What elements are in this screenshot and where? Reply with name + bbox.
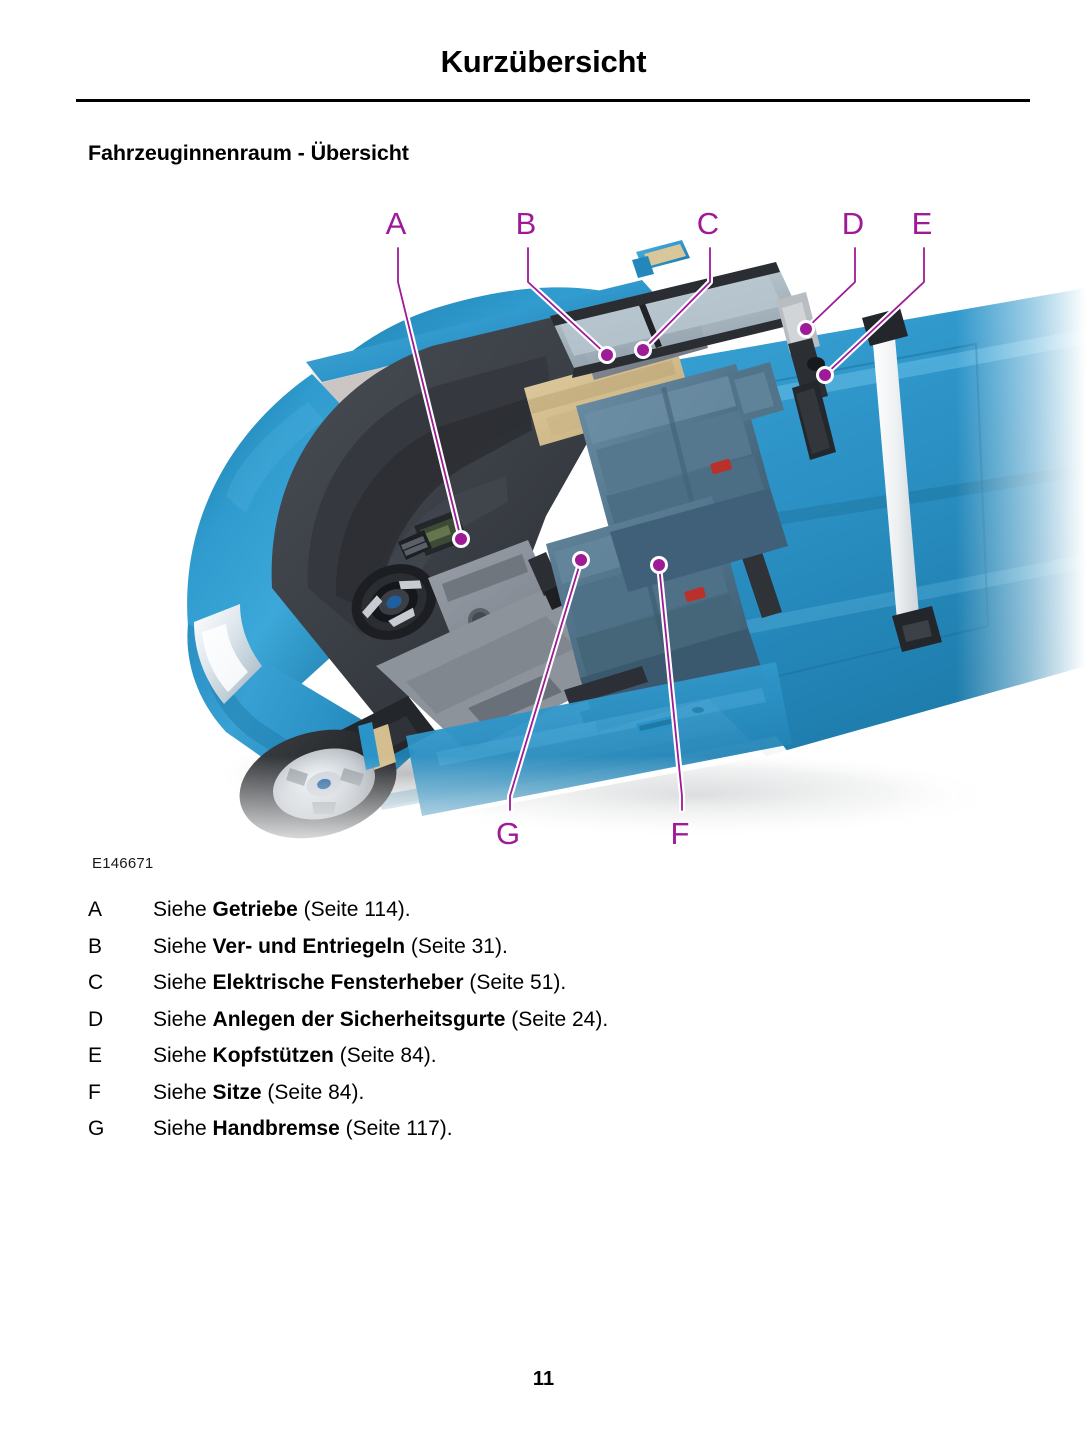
door-mirror xyxy=(632,240,690,278)
legend-text: Siehe Ver- und Entriegeln (Seite 31). xyxy=(153,935,508,959)
legend-text: Siehe Getriebe (Seite 114). xyxy=(153,898,411,922)
air-vents xyxy=(398,530,432,560)
legend-prefix: Siehe xyxy=(153,1117,213,1140)
legend-key: B xyxy=(88,934,103,958)
legend-bold: Elektrische Fensterheber xyxy=(212,971,464,994)
list-item: G Siehe Handbremse (Seite 117). xyxy=(88,1117,988,1154)
page-title: Kurzübersicht xyxy=(440,44,647,79)
legend-prefix: Siehe xyxy=(153,1044,213,1067)
vehicle-interior-figure: A B C xyxy=(76,196,1086,856)
callout-label-a: A xyxy=(386,206,407,241)
callout-label-b: B xyxy=(516,206,537,241)
callout-f: F xyxy=(650,556,689,851)
legend-key: F xyxy=(88,1080,101,1104)
list-item: F Siehe Sitze (Seite 84). xyxy=(88,1081,988,1118)
legend-text: Siehe Kopfstützen (Seite 84). xyxy=(153,1044,437,1068)
list-item: B Siehe Ver- und Entriegeln (Seite 31). xyxy=(88,935,988,972)
page-header: Kurzübersicht xyxy=(0,44,1087,80)
legend-key: E xyxy=(88,1044,103,1067)
legend-list: A Siehe Getriebe (Seite 114). B Siehe Ve… xyxy=(88,898,988,1154)
legend-suffix: (Seite 117). xyxy=(339,1117,453,1140)
legend-key: A xyxy=(88,898,103,921)
legend-bold: Ver- und Entriegeln xyxy=(212,934,406,958)
header-divider xyxy=(76,99,1030,102)
vehicle-illustration xyxy=(187,240,1086,856)
legend-suffix: (Seite 24). xyxy=(505,1007,609,1031)
callout-d: D xyxy=(797,206,864,338)
legend-text: Siehe Anlegen der Sicherheitsgurte (Seit… xyxy=(153,1008,608,1032)
callout-label-g: G xyxy=(496,816,520,851)
legend-prefix: Siehe xyxy=(153,898,213,921)
legend-prefix: Siehe xyxy=(153,1007,213,1031)
callout-label-d: D xyxy=(842,206,864,241)
legend-text: Siehe Sitze (Seite 84). xyxy=(153,1081,364,1105)
legend-bold: Kopfstützen xyxy=(212,1044,334,1067)
section-title: Fahrzeuginnenraum - Übersicht xyxy=(88,141,409,165)
legend-text: Siehe Handbremse (Seite 117). xyxy=(153,1117,453,1141)
legend-key: D xyxy=(88,1007,104,1031)
b-pillar-belt xyxy=(776,292,836,460)
legend-prefix: Siehe xyxy=(153,934,213,958)
callout-e: E xyxy=(816,206,932,384)
list-item: A Siehe Getriebe (Seite 114). xyxy=(88,898,988,935)
legend-prefix: Siehe xyxy=(153,971,213,994)
legend-suffix: (Seite 84). xyxy=(261,1080,365,1104)
page-number: 11 xyxy=(532,1368,555,1390)
legend-bold: Handbremse xyxy=(212,1117,340,1140)
callout-label-c: C xyxy=(697,206,719,241)
legend-suffix: (Seite 51). xyxy=(463,971,567,994)
legend-suffix: (Seite 84). xyxy=(333,1044,437,1067)
legend-bold: Sitze xyxy=(212,1080,262,1104)
callout-label-e: E xyxy=(912,206,933,241)
rear-seat xyxy=(576,364,770,536)
legend-key: G xyxy=(88,1117,105,1140)
figure-code: E146671 xyxy=(92,855,154,872)
list-item: D Siehe Anlegen der Sicherheitsgurte (Se… xyxy=(88,1008,988,1045)
legend-suffix: (Seite 31). xyxy=(405,934,508,958)
steering-wheel xyxy=(351,564,437,640)
callout-g: G xyxy=(496,551,590,851)
list-item: E Siehe Kopfstützen (Seite 84). xyxy=(88,1044,988,1081)
cargo-strap xyxy=(862,308,942,652)
callout-label-f: F xyxy=(671,816,690,851)
legend-key: C xyxy=(88,971,104,994)
list-item: C Siehe Elektrische Fensterheber (Seite … xyxy=(88,971,988,1008)
legend-bold: Getriebe xyxy=(212,898,298,921)
callout-b: B xyxy=(516,206,616,364)
legend-prefix: Siehe xyxy=(153,1080,213,1104)
callout-layer: A B C xyxy=(386,206,933,851)
legend-text: Siehe Elektrische Fensterheber (Seite 51… xyxy=(153,971,566,995)
legend-suffix: (Seite 114). xyxy=(297,898,411,921)
callout-a: A xyxy=(386,206,470,548)
callout-c: C xyxy=(634,206,719,359)
legend-bold: Anlegen der Sicherheitsgurte xyxy=(212,1007,506,1031)
